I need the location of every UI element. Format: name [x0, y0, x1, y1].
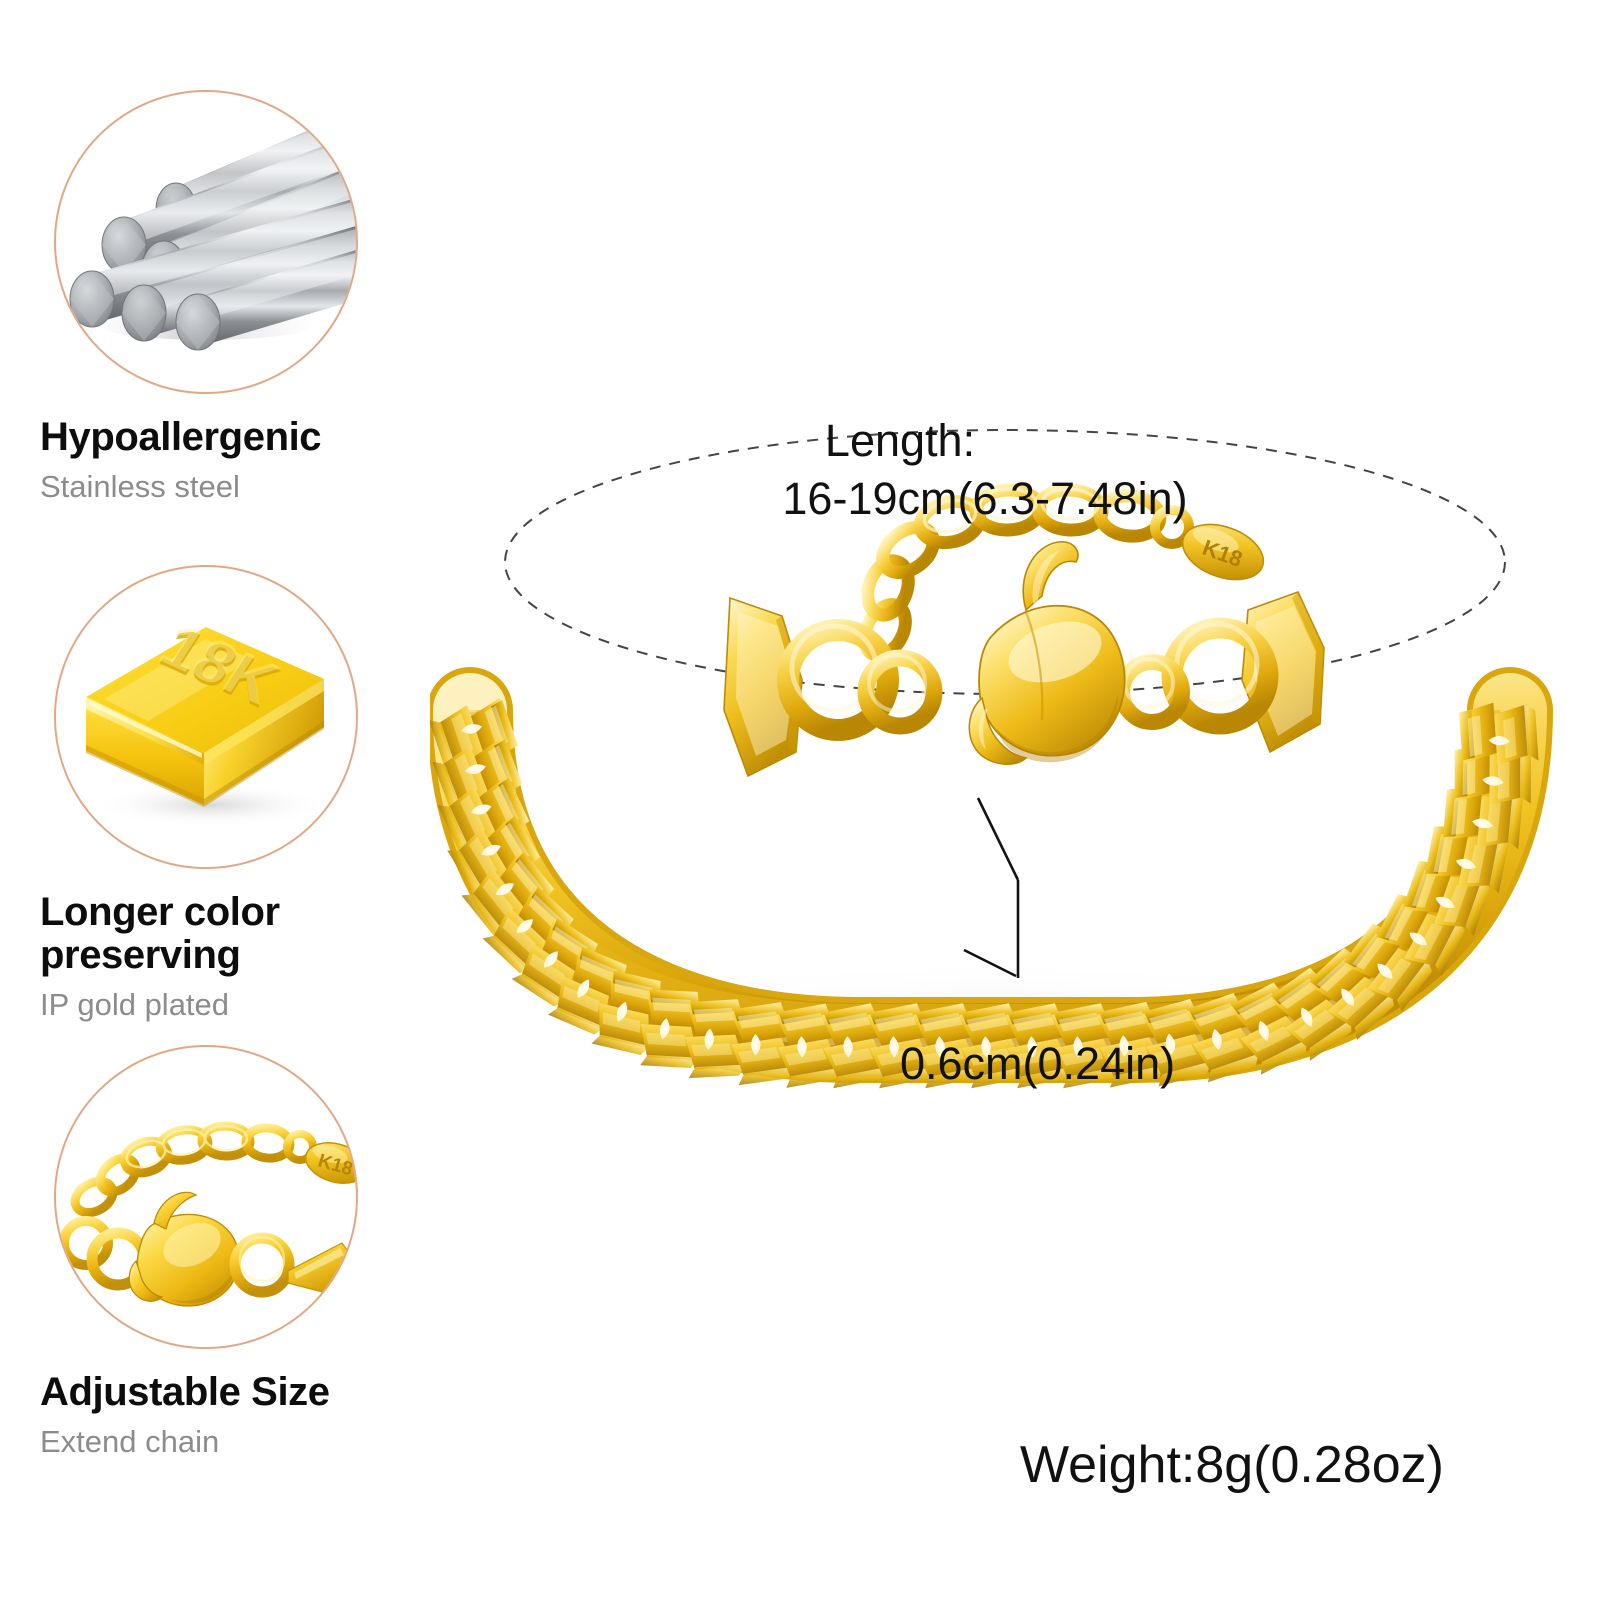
feature-hypoallergenic: Hypoallergenic Stainless steel: [40, 90, 460, 505]
feature-title: Longer color preserving: [40, 890, 460, 978]
feature-subtitle: Stainless steel: [40, 469, 240, 505]
width-value: 0.6cm(0.24in): [900, 1038, 1176, 1089]
weight-value: Weight:8g(0.28oz): [1020, 1436, 1444, 1494]
bracelet-band: [426, 667, 1553, 1089]
feature-subtitle: Extend chain: [40, 1424, 220, 1460]
clasp-extender-icon: K18: [54, 1045, 358, 1349]
feature-adjustable-size: K18: [40, 1045, 460, 1460]
k18-tag: K18: [1181, 523, 1265, 581]
length-dashed-ellipse: [504, 429, 1506, 695]
length-value: 16-19cm(6.3-7.48in): [782, 473, 1188, 524]
feature-subtitle: IP gold plated: [40, 987, 230, 1023]
feature-title: Adjustable Size: [40, 1370, 330, 1414]
gold-bar-icon: 18K 18K: [54, 565, 358, 869]
length-label: Length:: [824, 415, 976, 466]
feature-title: Hypoallergenic: [40, 415, 322, 459]
product-photo: K18: [426, 380, 1580, 1140]
feature-longer-color-preserving: 18K 18K Longer color preserving IP gold …: [40, 565, 460, 1023]
feature-title-line-1: Longer color: [40, 890, 280, 934]
steel-rods-icon: [54, 90, 358, 394]
right-small-ring: [1114, 654, 1190, 730]
lobster-clasp: [968, 541, 1126, 765]
width-leader-lines: [963, 797, 1020, 978]
right-jump-ring: [1161, 617, 1279, 735]
left-end-cap: [723, 596, 803, 778]
inner-jump-ring: [857, 649, 943, 735]
feature-title-line-2: preserving: [40, 933, 241, 978]
